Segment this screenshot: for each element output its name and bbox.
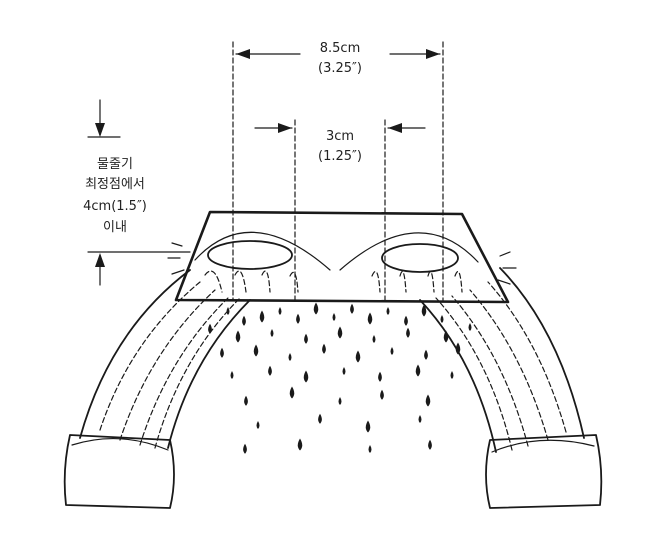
- water-droplet: [289, 386, 295, 399]
- water-droplet: [350, 303, 354, 314]
- height-dimension: [87, 99, 191, 286]
- water-droplet: [318, 413, 322, 424]
- water-droplet: [278, 307, 282, 315]
- test-plate: [174, 210, 510, 304]
- dimension-guides: [232, 41, 444, 301]
- water-droplet: [355, 350, 361, 363]
- water-droplet: [443, 330, 449, 343]
- water-droplet: [424, 349, 428, 360]
- splash-ticks: [167, 242, 517, 285]
- water-droplet: [303, 370, 309, 383]
- spray-mound-right: [339, 232, 479, 293]
- left-water-stream: [79, 269, 251, 449]
- water-droplet: [390, 347, 394, 355]
- water-droplets: [208, 302, 472, 454]
- water-droplet: [230, 371, 234, 379]
- height-note-line-3: 4cm(1.5″): [83, 199, 147, 214]
- height-note-line-4: 이내: [103, 220, 127, 235]
- water-droplet: [235, 330, 241, 343]
- water-droplet: [296, 313, 300, 324]
- water-droplet: [259, 310, 265, 323]
- spray-mound-left: [194, 231, 331, 293]
- water-droplet: [367, 312, 373, 325]
- water-droplet: [288, 353, 292, 361]
- outer-dimension-imperial: (3.25″): [318, 61, 362, 76]
- water-droplet: [406, 327, 410, 338]
- water-droplet: [253, 344, 259, 357]
- inner-dimension-metric: 3cm: [326, 129, 354, 144]
- water-droplet: [220, 347, 224, 358]
- water-droplet: [418, 415, 422, 423]
- water-droplet: [313, 302, 319, 315]
- water-droplet: [226, 307, 230, 315]
- water-droplet: [440, 315, 444, 323]
- water-droplet: [386, 307, 390, 315]
- water-droplet: [378, 371, 382, 382]
- water-droplet: [332, 313, 336, 321]
- water-droplet: [342, 367, 346, 375]
- water-droplet: [365, 420, 371, 433]
- height-note-line-2: 최정점에서: [85, 177, 145, 192]
- left-nozzle: [63, 434, 175, 509]
- outer-dimension-arrows: [235, 49, 441, 59]
- water-droplet: [468, 323, 472, 331]
- water-droplet: [404, 315, 408, 326]
- water-droplet: [450, 371, 454, 379]
- water-droplet: [242, 315, 246, 326]
- water-droplet: [380, 389, 384, 400]
- water-droplet: [372, 335, 376, 343]
- right-water-stream: [419, 267, 585, 453]
- water-droplet: [425, 394, 431, 407]
- water-droplet: [297, 438, 303, 451]
- water-droplet: [322, 343, 326, 354]
- water-droplet: [368, 445, 372, 453]
- water-droplet: [337, 326, 343, 339]
- outer-dimension-metric: 8.5cm: [320, 41, 361, 56]
- inner-dimension-imperial: (1.25″): [318, 149, 362, 164]
- water-droplet: [244, 395, 248, 406]
- water-droplet: [338, 397, 342, 405]
- water-droplet: [270, 329, 274, 337]
- water-droplet: [455, 342, 461, 355]
- water-droplet: [243, 443, 247, 454]
- height-note-line-1: 물줄기: [97, 157, 133, 172]
- water-droplet: [268, 365, 272, 376]
- water-droplet: [304, 333, 308, 344]
- right-nozzle: [485, 434, 603, 509]
- water-droplet: [256, 421, 260, 429]
- water-droplet: [421, 304, 427, 317]
- water-droplet: [415, 364, 421, 377]
- inner-dimension-arrows: [254, 123, 426, 133]
- water-droplet: [428, 439, 432, 450]
- water-droplet: [208, 323, 212, 334]
